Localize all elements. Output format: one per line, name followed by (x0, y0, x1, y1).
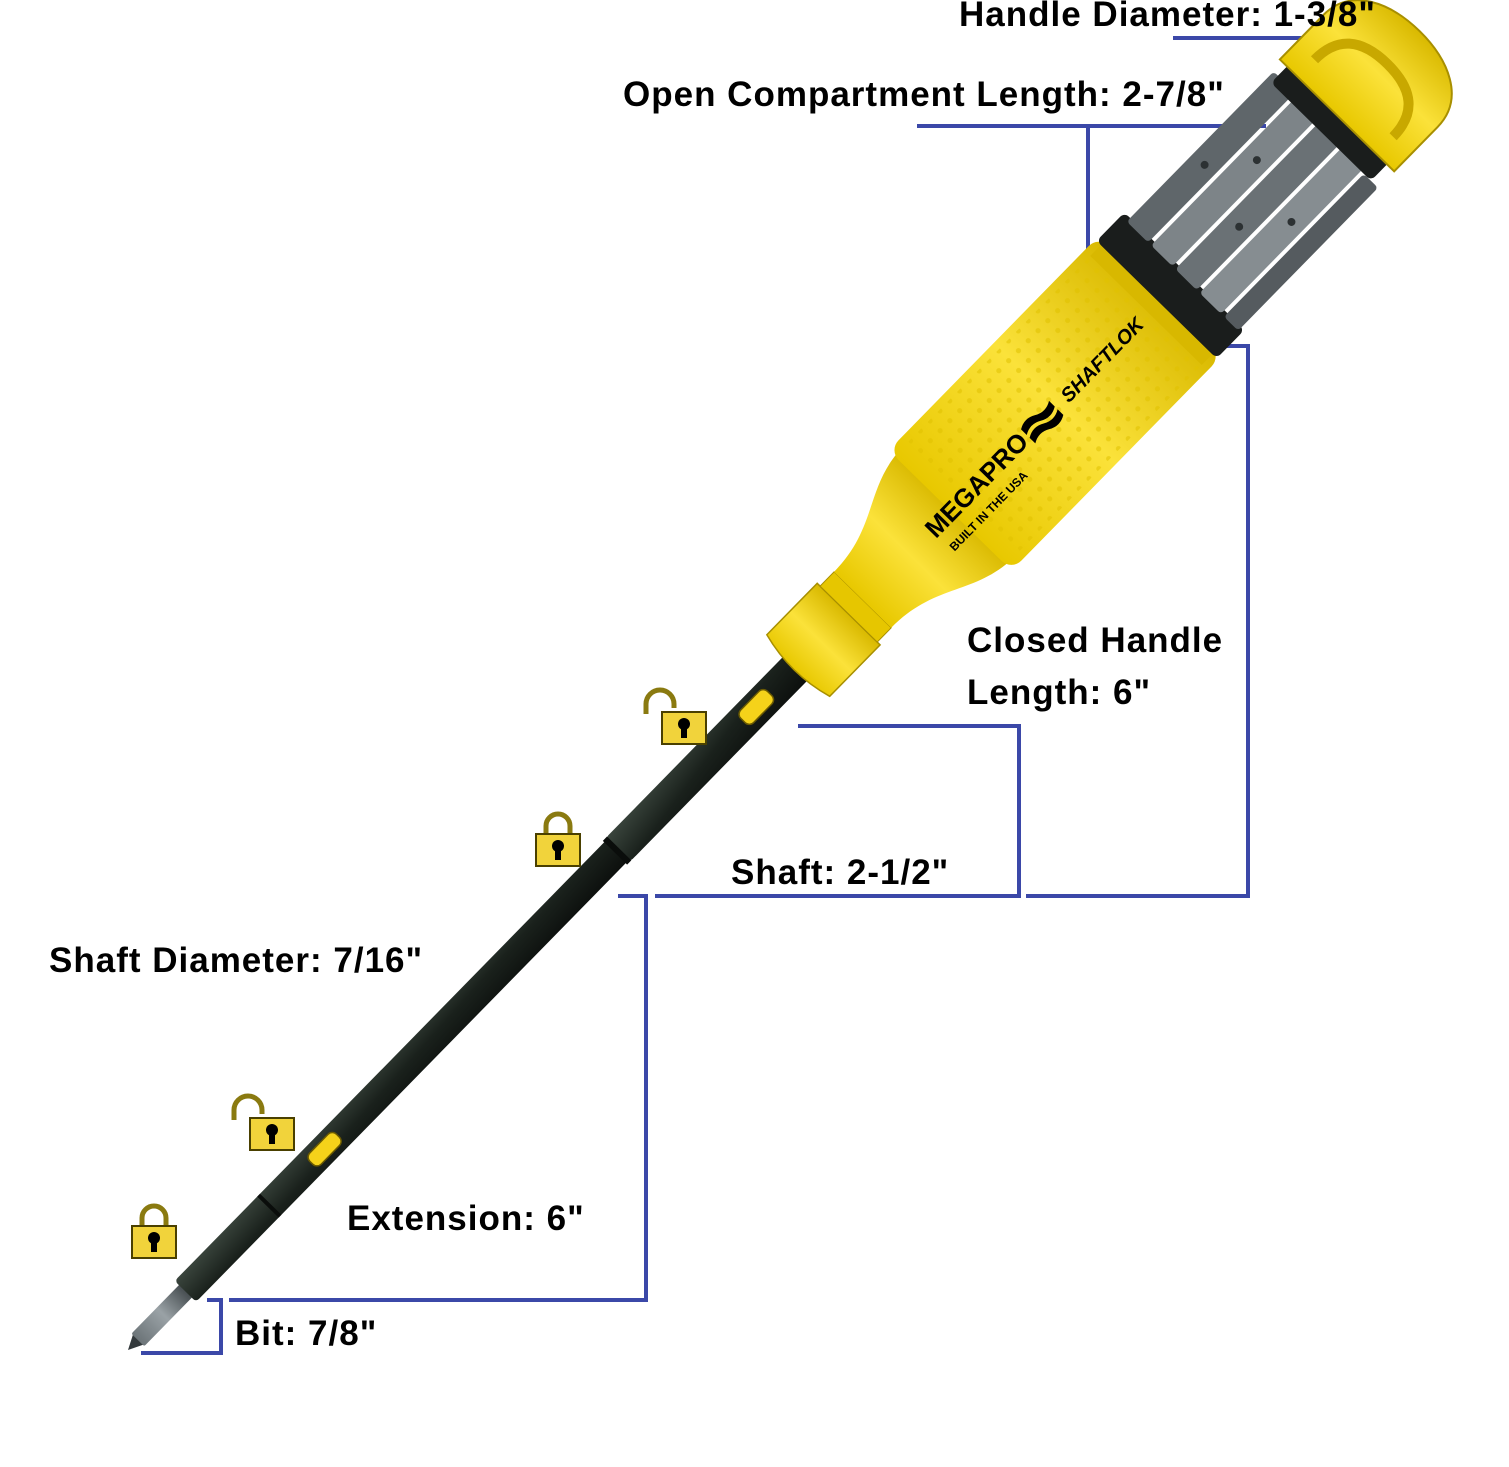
bit (132, 1283, 194, 1346)
shaft-length-label: Shaft: 2-1/2" (731, 853, 950, 892)
extension-length-label: Extension: 6" (347, 1199, 585, 1238)
shaft-lock-button (738, 688, 775, 726)
handle-nose (765, 582, 882, 698)
dimension-lines (141, 36, 1411, 1355)
unlocked-padlock-icon (643, 687, 707, 745)
bit-bracket (141, 1298, 223, 1355)
closed-handle-bracket (1026, 344, 1250, 898)
locked-padlock-icon (131, 1203, 177, 1259)
bit-compartment (1128, 73, 1377, 330)
extension-bracket (229, 894, 648, 1302)
extension-shaft (176, 839, 629, 1301)
bit-tip (128, 1330, 148, 1350)
open-compartment-length-label: Open Compartment Length: 2-7/8" (623, 75, 1225, 114)
closed-handle-length-label-line1: Closed Handle (967, 621, 1224, 660)
handle-black-ring (1098, 214, 1243, 357)
shaft-section (607, 653, 811, 861)
handle-cap (1278, 0, 1453, 173)
handle-diameter-label: Handle Diameter: 1-3/8" (959, 0, 1376, 34)
screwdriver-illustration (128, 0, 1453, 1350)
closed-handle-length-label-line2: Length: 6" (967, 673, 1152, 712)
shaft-bracket (655, 724, 1021, 898)
shaft-diameter-label: Shaft Diameter: 7/16" (49, 941, 424, 980)
bit-length-label: Bit: 7/8" (235, 1314, 378, 1353)
unlocked-padlock-icon (231, 1093, 295, 1151)
flag-icon (1021, 400, 1064, 444)
locked-padlock-icon (535, 811, 581, 867)
extension-lock-button (307, 1131, 342, 1167)
